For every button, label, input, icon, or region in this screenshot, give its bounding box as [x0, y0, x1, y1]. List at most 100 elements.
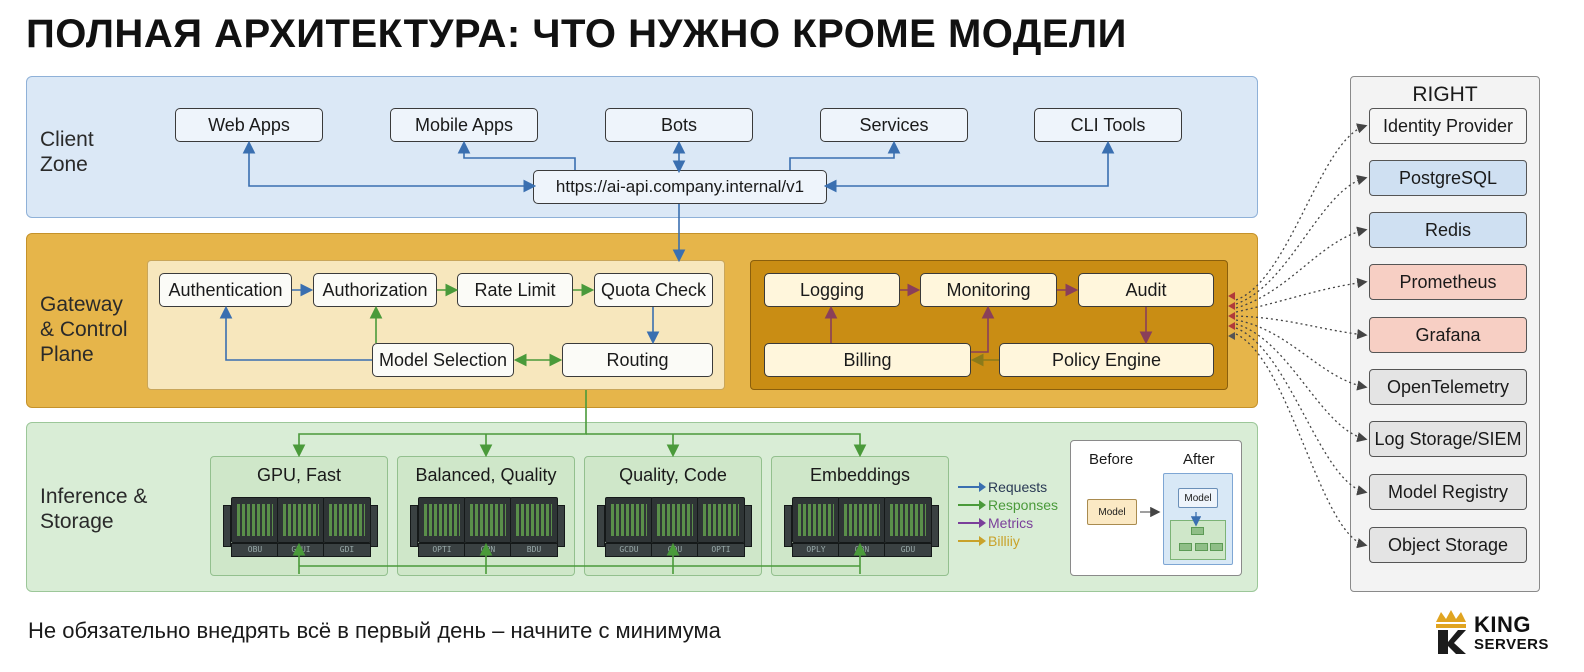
api-endpoint[interactable]: https://ai-api.company.internal/v1 — [533, 170, 827, 204]
legend-item-responses: Responses — [958, 496, 1058, 514]
block-icon — [1191, 527, 1204, 535]
client-cli-tools[interactable]: CLI Tools — [1034, 108, 1182, 142]
cluster-balanced-quality[interactable]: Balanced, Quality OPTI GPN BDU — [397, 456, 575, 576]
prometheus-box[interactable]: Prometheus — [1369, 264, 1527, 300]
gpu-icon — [605, 497, 653, 543]
identity-provider-box[interactable]: Identity Provider — [1369, 108, 1527, 144]
logo-text: SERVERS — [1474, 636, 1549, 653]
log-storage-siem-box[interactable]: Log Storage/SIEM — [1369, 421, 1527, 457]
gateway-zone-label: Gateway & Control Plane — [40, 293, 128, 366]
gpu-label: GDI — [323, 543, 371, 557]
legend: Requests Responses Metrics Billiiy — [958, 478, 1058, 550]
arrow-right-icon — [958, 500, 986, 510]
arrow-right-icon — [958, 482, 986, 492]
rack-edge — [931, 505, 939, 547]
billing-box[interactable]: Billing — [764, 343, 971, 377]
gpu-label: OPLY — [792, 543, 840, 557]
legend-label: Requests — [988, 479, 1048, 495]
rack-edge — [557, 505, 565, 547]
right-panel-title: RIGHT — [1412, 83, 1478, 106]
gpu-icon — [510, 497, 558, 543]
client-web-apps[interactable]: Web Apps — [175, 108, 323, 142]
model-registry-box[interactable]: Model Registry — [1369, 474, 1527, 510]
gpu-label: GDU — [884, 543, 932, 557]
after-stack — [1170, 520, 1226, 560]
after-container: Model — [1163, 473, 1233, 565]
gpu-icon — [277, 497, 325, 543]
logo-text: KING — [1474, 612, 1531, 637]
client-bots[interactable]: Bots — [605, 108, 753, 142]
legend-label: Responses — [988, 497, 1059, 513]
monitoring-box[interactable]: Monitoring — [920, 273, 1057, 307]
gpu-label: OPTI — [697, 543, 745, 557]
cluster-label: Quality, Code — [619, 465, 727, 485]
model-after-box: Model — [1178, 488, 1218, 508]
legend-item-billing: Billiiy — [958, 532, 1058, 550]
rack-edge — [597, 505, 605, 547]
rack-edge — [223, 505, 231, 547]
logging-box[interactable]: Logging — [764, 273, 900, 307]
arrow-right-icon — [958, 518, 986, 528]
before-label: Before — [1089, 451, 1134, 468]
gpu-icon — [884, 497, 932, 543]
gpu-label: BDU — [510, 543, 558, 557]
authorization-box[interactable]: Authorization — [313, 273, 437, 307]
after-label: After — [1183, 451, 1215, 468]
gpu-label: GDU — [651, 543, 699, 557]
page-title: ПОЛНАЯ АРХИТЕКТУРА: ЧТО НУЖНО КРОМЕ МОДЕ… — [26, 12, 1127, 56]
object-storage-box[interactable]: Object Storage — [1369, 527, 1527, 563]
postgresql-box[interactable]: PostgreSQL — [1369, 160, 1527, 196]
gpu-label: GPUI — [277, 543, 325, 557]
gpu-icon — [838, 497, 886, 543]
rate-limit-box[interactable]: Rate Limit — [457, 273, 573, 307]
client-mobile-apps[interactable]: Mobile Apps — [390, 108, 538, 142]
king-servers-logo: KING SERVERS — [1432, 608, 1552, 656]
grafana-box[interactable]: Grafana — [1369, 317, 1527, 353]
model-selection-box[interactable]: Model Selection — [372, 343, 514, 377]
cluster-embeddings[interactable]: Embeddings OPLY OBN GDU — [771, 456, 949, 576]
gpu-label: OPTI — [418, 543, 466, 557]
arrow-right-icon — [958, 536, 986, 546]
gpu-icon — [323, 497, 371, 543]
cluster-gpu-fast[interactable]: GPU, Fast OBU GPUI GDI — [210, 456, 388, 576]
quota-check-box[interactable]: Quota Check — [594, 273, 713, 307]
model-before-box: Model — [1087, 499, 1137, 525]
legend-item-requests: Requests — [958, 478, 1058, 496]
cluster-quality-code[interactable]: Quality, Code GCDU GDU OPTI — [584, 456, 762, 576]
block-icon — [1210, 543, 1223, 551]
gpu-icon — [697, 497, 745, 543]
audit-box[interactable]: Audit — [1078, 273, 1214, 307]
legend-label: Billiiy — [988, 533, 1020, 549]
gpu-icon — [792, 497, 840, 543]
legend-label: Metrics — [988, 515, 1034, 531]
routing-box[interactable]: Routing — [562, 343, 713, 377]
cluster-label: GPU, Fast — [256, 465, 341, 485]
opentelemetry-box[interactable]: OpenTelemetry — [1369, 369, 1527, 405]
block-icon — [1179, 543, 1192, 551]
before-after-diagram: Before After Model Model — [1070, 440, 1242, 576]
gpu-icon — [464, 497, 512, 543]
gpu-icon — [231, 497, 279, 543]
rack-edge — [744, 505, 752, 547]
rack-edge — [410, 505, 418, 547]
cluster-label: Embeddings — [809, 465, 911, 485]
cluster-label: Balanced, Quality — [415, 465, 557, 485]
redis-box[interactable]: Redis — [1369, 212, 1527, 248]
gpu-label: OBN — [838, 543, 886, 557]
authentication-box[interactable]: Authentication — [159, 273, 292, 307]
gpu-label: GPN — [464, 543, 512, 557]
gpu-icon — [651, 497, 699, 543]
gpu-label: OBU — [231, 543, 279, 557]
legend-item-metrics: Metrics — [958, 514, 1058, 532]
footer-note: Не обязательно внедрять всё в первый ден… — [28, 618, 721, 643]
crown-icon — [1436, 610, 1466, 654]
policy-engine-box[interactable]: Policy Engine — [999, 343, 1214, 377]
client-zone-label: Client Zone — [40, 128, 94, 176]
rack-edge — [370, 505, 378, 547]
block-icon — [1195, 543, 1208, 551]
gpu-icon — [418, 497, 466, 543]
gpu-label: GCDU — [605, 543, 653, 557]
inference-zone-label: Inference & Storage — [40, 485, 148, 533]
rack-edge — [784, 505, 792, 547]
client-services[interactable]: Services — [820, 108, 968, 142]
